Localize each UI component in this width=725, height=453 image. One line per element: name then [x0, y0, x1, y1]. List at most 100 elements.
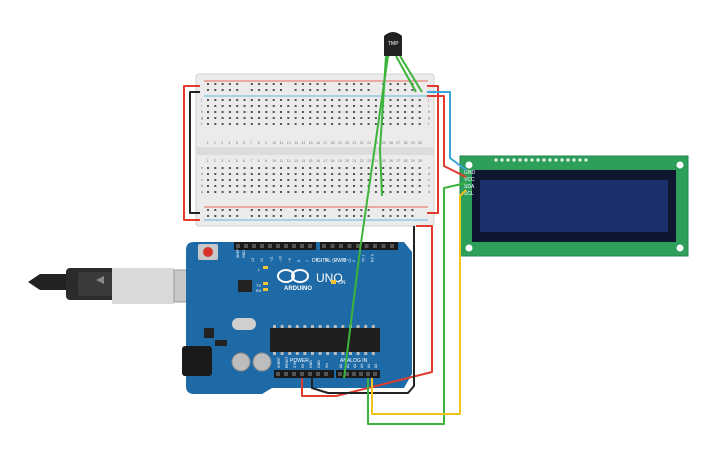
column-number: 7	[250, 141, 252, 145]
column-number: 18	[331, 159, 335, 163]
column-number: 2	[214, 159, 216, 163]
column-number: 11	[280, 159, 284, 163]
capacitor-1	[231, 352, 251, 372]
digital-pin-label: ~3	[343, 258, 347, 262]
column-number: 11	[280, 141, 284, 145]
column-number: 21	[353, 141, 357, 145]
digital-pin-label: 4	[334, 260, 338, 262]
row-letter: f	[201, 121, 203, 126]
column-number: 10	[272, 159, 276, 163]
row-letter: h	[201, 109, 203, 114]
column-number: 14	[301, 141, 305, 145]
tx-label: TX	[256, 283, 261, 288]
column-number: 13	[294, 159, 298, 163]
row-letter: h	[428, 109, 430, 114]
column-number: 20	[345, 141, 349, 145]
column-number: 29	[411, 159, 415, 163]
column-number: 25	[382, 141, 386, 145]
column-number: 22	[360, 141, 364, 145]
crystal	[232, 318, 256, 330]
column-number: 5	[236, 141, 238, 145]
power-jack	[182, 346, 212, 376]
wire-blue-lcd-gnd	[427, 91, 467, 171]
digital-pin-label: ~11	[269, 256, 273, 262]
breadboard-holes[interactable]	[207, 83, 421, 217]
wire-yellow-scl	[371, 189, 467, 415]
column-number: 10	[272, 141, 276, 145]
row-letter: d	[428, 171, 430, 176]
column-number: 29	[411, 141, 415, 145]
power-pin-label: IOREF	[277, 357, 281, 368]
column-number: 28	[404, 141, 408, 145]
column-number: 23	[367, 141, 371, 145]
power-pin-label: Vin	[325, 363, 329, 368]
column-number: 15	[309, 141, 313, 145]
row-letter: g	[428, 115, 430, 120]
row-letter: j	[427, 97, 429, 102]
column-number: 17	[323, 159, 327, 163]
power-pin-label: 5V	[301, 363, 305, 368]
row-letter: a	[201, 189, 204, 194]
analog-header[interactable]	[336, 370, 380, 378]
power-label: POWER	[290, 358, 309, 364]
temperature-sensor[interactable]: TMP	[384, 32, 402, 56]
arduino-uno-board[interactable]: ARDUINO UNO ON DIGITAL (PWM~) TX RX L AR…	[182, 242, 412, 394]
lcd-top-pins	[494, 158, 588, 162]
digital-pin-label: ~6	[315, 258, 319, 262]
column-number: 7	[250, 159, 252, 163]
regulator	[204, 328, 214, 338]
digital-pin-label: 7	[306, 260, 310, 262]
power-pin-label: 3.3V	[293, 360, 297, 368]
column-number: 6	[243, 159, 245, 163]
row-letter: g	[201, 115, 203, 120]
row-letter: i	[428, 103, 429, 108]
column-number: 2	[214, 141, 216, 145]
analog-pin-label: A0	[339, 364, 343, 368]
column-number: 8	[258, 141, 260, 145]
column-number: 19	[338, 141, 342, 145]
column-number: 4	[228, 159, 230, 163]
row-letter: f	[428, 121, 430, 126]
column-number: 21	[353, 159, 357, 163]
row-letter: j	[200, 97, 202, 102]
rx-label: RX	[256, 288, 262, 293]
atmega-chip	[270, 328, 380, 352]
column-number: 23	[367, 159, 371, 163]
power-pin-label: GND	[317, 360, 321, 368]
column-number: 22	[360, 159, 364, 163]
header-holes	[236, 244, 394, 376]
sensor-label: TMP	[388, 41, 399, 47]
row-letter: d	[201, 171, 203, 176]
l-label: L	[258, 267, 261, 272]
column-number: 15	[309, 159, 313, 163]
digital-pin-label: RX 0	[371, 254, 375, 262]
column-number: 30	[418, 141, 422, 145]
wire-green-sensor-leg-3	[399, 55, 423, 93]
column-number: 16	[316, 159, 320, 163]
row-letter: e	[201, 165, 204, 170]
column-number: 1	[207, 141, 209, 145]
analog-pin-label: A1	[346, 364, 350, 368]
row-letter: i	[201, 103, 202, 108]
analog-pin-label: A3	[360, 364, 364, 368]
row-letter: e	[428, 165, 431, 170]
column-number: 27	[396, 141, 400, 145]
column-number: 19	[338, 159, 342, 163]
digital-header-1[interactable]	[234, 242, 316, 250]
column-number: 3	[221, 159, 223, 163]
board-model: UNO	[316, 271, 343, 285]
wire-red-5v	[301, 225, 433, 397]
power-pin-label: RESET	[285, 355, 289, 368]
wire-green-sensor-leg-2	[395, 55, 417, 93]
column-number: 4	[228, 141, 230, 145]
chip-pins	[273, 325, 375, 355]
wire-red-right-rails	[427, 85, 439, 214]
on-label: ON	[338, 280, 346, 286]
